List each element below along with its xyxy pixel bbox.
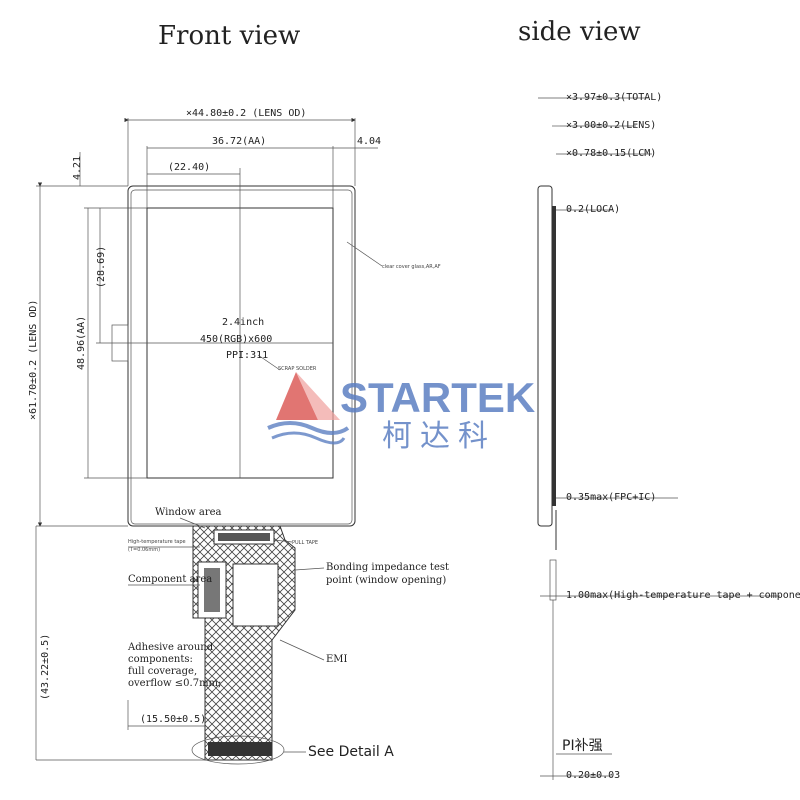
dim-tape-component: 1.00max(High-temperature tape + componen…: [566, 590, 800, 601]
emi-window: [232, 563, 279, 627]
adhesive-label-3: full coverage,: [128, 666, 197, 677]
side-component-stack: [549, 559, 557, 601]
component-area-label: Component area: [128, 574, 212, 585]
detail-a-ellipse: [191, 735, 285, 765]
connector-pads: [218, 533, 270, 541]
brand-name-cn: 柯达科: [382, 419, 496, 454]
dim-lens-width: ×44.80±0.2 (LENS OD): [186, 108, 306, 119]
bonding-label-2: point (window opening): [326, 575, 446, 586]
dim-aa-width: 36.72(AA): [212, 136, 266, 147]
adhesive-label-4: overflow ≤0.7mm;: [128, 678, 221, 689]
gold-fingers: [208, 742, 272, 756]
dim-lcm-thk: ×0.78±0.15(LCM): [566, 148, 656, 159]
panel-ppi: PPI:311: [226, 350, 268, 361]
ht-tape-label: High-temperature tape: [128, 539, 186, 545]
dim-aa-half-width: (22.40): [168, 162, 210, 173]
dim-pi-thk: 0.20±0.03: [566, 770, 620, 781]
dim-loca: 0.2(LOCA): [566, 204, 620, 215]
window-area-label: Window area: [155, 507, 222, 518]
logo-wave-2: [271, 431, 346, 445]
ht-tape-value: (T=0.06mm): [128, 547, 160, 553]
panel-resolution: 450(RGB)x600: [200, 334, 272, 345]
dim-fpc-offset: (15.50±0.5): [140, 714, 206, 725]
side-view-title: side view: [518, 17, 641, 47]
dim-fpc-ic: 0.35max(FPC+IC): [566, 492, 656, 503]
startek-watermark: STARTEK 柯达科: [267, 372, 535, 454]
dim-fpc-length: (43.22±0.5): [40, 634, 51, 700]
dim-total-thk: ×3.97±0.3(TOTAL): [566, 92, 662, 103]
cover-glass-label: clear cover glass,AR,AF: [382, 264, 441, 270]
dim-top-margin: 4.21: [72, 156, 83, 180]
bonding-label-1: Bonding impedance test: [326, 562, 449, 573]
logo-wave-1: [267, 421, 350, 435]
scrap-solder-label: SCRAP SOLDER: [278, 366, 317, 372]
brand-name: STARTEK: [340, 374, 535, 421]
panel-size: 2.4inch: [222, 317, 264, 328]
component-block: [204, 568, 220, 612]
emi-label: EMI: [326, 654, 348, 665]
pi-stiffener-label: PI补强: [562, 738, 603, 754]
logo-triangle-light: [296, 372, 340, 420]
adhesive-label-2: components:: [128, 654, 193, 665]
see-detail-a-label: See Detail A: [308, 744, 394, 760]
dim-aa-height: 48.96(AA): [76, 316, 87, 370]
dim-lens-thk: ×3.00±0.2(LENS): [566, 120, 656, 131]
side-lens-profile: [537, 185, 553, 527]
adhesive-label-1: Adhesive around: [127, 642, 214, 653]
lens-inner-outline: [130, 189, 353, 525]
dim-lens-height: ×61.70±0.2 (LENS OD): [28, 300, 39, 420]
logo-triangle-red: [276, 372, 318, 420]
dim-right-margin: 4.04: [357, 136, 381, 147]
side-lcm: [552, 206, 556, 506]
dim-aa-half-height: (28.69): [96, 246, 107, 288]
pull-tape-label: PULL TAPE: [292, 540, 318, 546]
front-view-title: Front view: [158, 21, 300, 51]
